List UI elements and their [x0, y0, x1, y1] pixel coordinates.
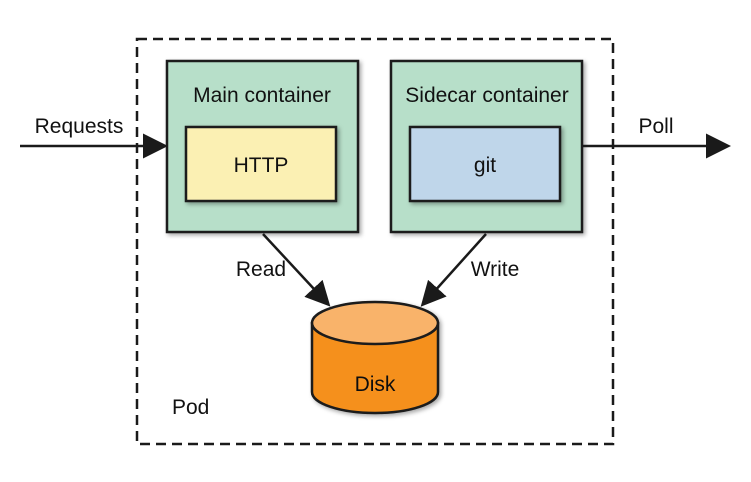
- read-arrow: [262, 233, 331, 307]
- read-edge: Read: [236, 233, 331, 307]
- sidecar-container-label: Sidecar container: [405, 84, 568, 107]
- write-label: Write: [471, 258, 520, 281]
- requests-label: Requests: [35, 115, 124, 138]
- main-container-label: Main container: [193, 84, 331, 107]
- write-arrow: [420, 233, 487, 307]
- poll-edge: Poll: [582, 115, 731, 159]
- main-container: Main container HTTP: [165, 59, 360, 234]
- disk-label: Disk: [355, 373, 396, 396]
- write-edge: Write: [420, 233, 520, 307]
- pod-boundary: [135, 37, 615, 446]
- http-box: HTTP: [184, 125, 338, 203]
- pod-label: Pod: [172, 396, 209, 419]
- http-label: HTTP: [234, 154, 289, 177]
- disk-cylinder: Disk: [310, 300, 440, 415]
- poll-label: Poll: [638, 115, 673, 138]
- read-label: Read: [236, 258, 286, 281]
- git-box: git: [408, 125, 562, 203]
- requests-edge: Requests: [20, 115, 168, 159]
- git-label: git: [474, 154, 496, 177]
- sidecar-container: Sidecar container git: [389, 59, 584, 234]
